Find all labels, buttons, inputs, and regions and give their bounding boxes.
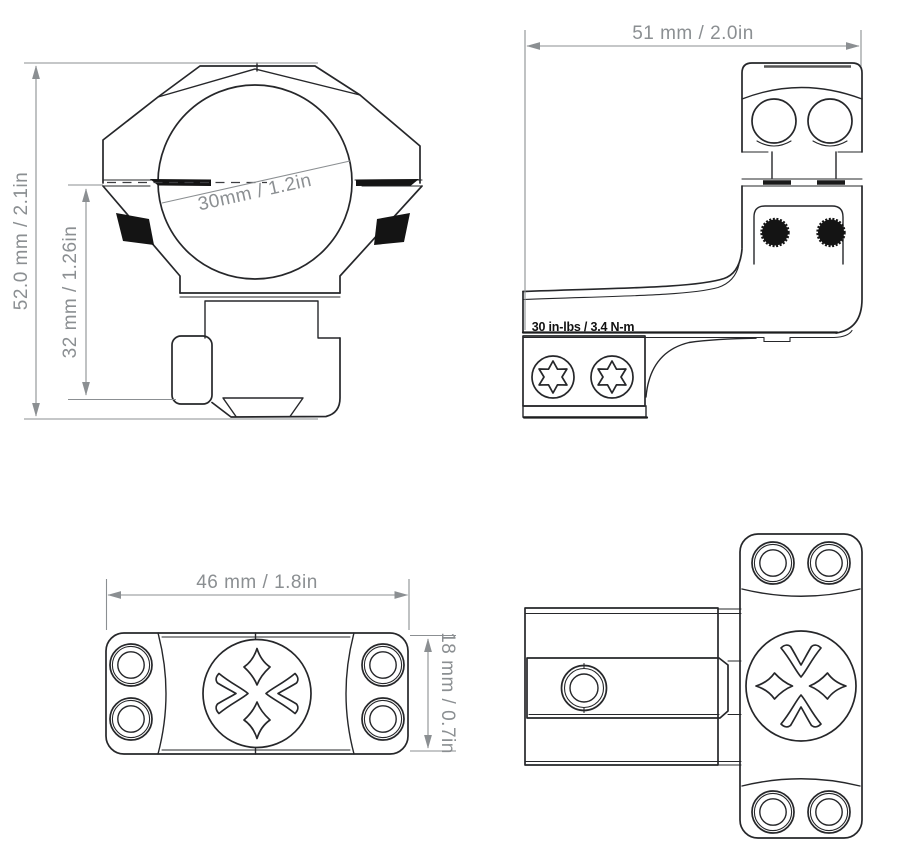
side-view-drawing: 30 in-lbs / 3.4 N-m bbox=[521, 62, 863, 419]
screw-hole-icon bbox=[807, 541, 851, 585]
side-length-label: 51 mm / 2.0in bbox=[632, 23, 754, 44]
torx-screw-icon bbox=[590, 355, 634, 399]
logo-boss-circle bbox=[745, 630, 857, 742]
ring-cap-top-view-drawing bbox=[105, 632, 409, 755]
ring-diameter-label: 30mm / 1.2in bbox=[196, 170, 314, 216]
cross-bolt-hole bbox=[560, 664, 608, 712]
screw-hole-icon bbox=[751, 541, 795, 585]
clamp-jaw bbox=[171, 335, 213, 405]
screw-hole-icon bbox=[361, 697, 405, 741]
screw-hole-icon bbox=[109, 643, 153, 687]
cap-screw-bore bbox=[807, 98, 853, 144]
dimension-side-overall-length: 51 mm / 2.0in bbox=[524, 23, 862, 330]
dimension-cap-length: 46 mm / 1.8in bbox=[105, 572, 410, 630]
front-view-drawing bbox=[102, 62, 423, 418]
set-screw-icon bbox=[818, 219, 844, 246]
front-saddle-label: 32 mm / 1.26in bbox=[60, 226, 81, 359]
cap-length-label: 46 mm / 1.8in bbox=[196, 572, 318, 593]
torque-spec-label: 30 in-lbs / 3.4 N-m bbox=[532, 320, 635, 334]
logo-boss-circle bbox=[202, 638, 312, 749]
brand-logo-icon bbox=[755, 644, 847, 728]
screw-hole-icon bbox=[807, 790, 851, 834]
dimension-front-overall-height: 52.0 mm / 2.1in bbox=[11, 62, 318, 420]
clamp-gap-shadow bbox=[356, 179, 419, 186]
cap-screw-bore bbox=[751, 98, 797, 144]
cap-width-label: 18 mm / 0.7in bbox=[437, 632, 458, 754]
torx-screw-icon bbox=[531, 355, 575, 399]
mount-top-view-drawing bbox=[524, 533, 863, 839]
ring-cap-body bbox=[739, 533, 863, 839]
dimension-front-saddle-height: 32 mm / 1.26in bbox=[60, 184, 176, 401]
screw-hole-icon bbox=[361, 643, 405, 687]
set-screw-icon bbox=[762, 219, 788, 246]
side-screw-shadow bbox=[374, 213, 410, 245]
clamp-gap-shadow bbox=[150, 179, 211, 186]
front-height-label: 52.0 mm / 2.1in bbox=[11, 172, 32, 310]
dimension-cap-width: 18 mm / 0.7in bbox=[410, 632, 458, 754]
rail-clamp-top bbox=[524, 607, 719, 766]
screw-hole-icon bbox=[109, 697, 153, 741]
brand-logo-icon bbox=[215, 647, 299, 740]
ring-cap-body bbox=[105, 632, 409, 755]
dimension-ring-diameter: 30mm / 1.2in bbox=[161, 160, 351, 216]
side-screw-shadow bbox=[116, 213, 154, 245]
screw-hole-icon bbox=[751, 790, 795, 834]
